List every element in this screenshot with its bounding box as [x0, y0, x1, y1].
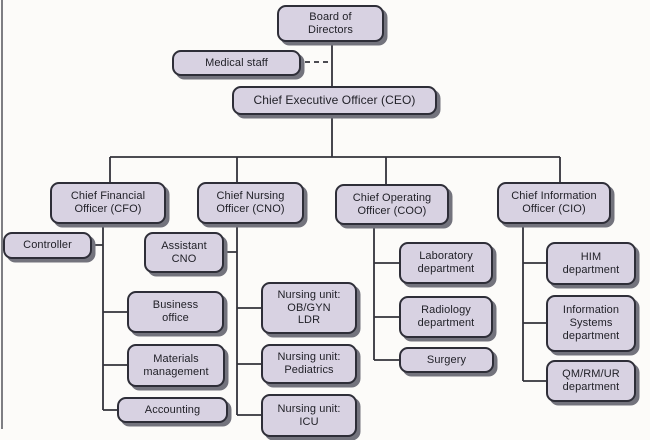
node-label: Chief Operating Officer (COO): [352, 191, 432, 217]
node-label: Chief Information Officer (CIO): [511, 190, 597, 215]
node-label: Nursing unit: Pediatrics: [277, 351, 341, 376]
node-label: Chief Financial Officer (CFO): [70, 190, 146, 215]
node-medical-staff: Medical staff: [172, 50, 301, 76]
node-cio: Chief Information Officer (CIO): [497, 182, 611, 224]
node-label: Assistant CNO: [161, 239, 207, 265]
node-accounting: Accounting: [117, 397, 228, 423]
node-nursing-unit-obgyn-ldr: Nursing unit: OB/GYN LDR: [261, 282, 357, 334]
node-assistant-cno: Assistant CNO: [144, 232, 224, 273]
connector-ceo-officers: [109, 115, 561, 184]
node-label: Chief Nursing Officer (CNO): [216, 190, 285, 215]
node-surgery: Surgery: [399, 347, 494, 373]
node-laboratory-department: Laboratory department: [399, 242, 493, 284]
node-materials-management: Materials management: [127, 344, 225, 387]
node-cfo: Chief Financial Officer (CFO): [50, 182, 166, 224]
node-label: Nursing unit: OB/GYN LDR: [277, 288, 341, 327]
node-radiology-department: Radiology department: [399, 296, 493, 338]
node-cno: Chief Nursing Officer (CNO): [197, 182, 304, 224]
node-label: Surgery: [426, 353, 467, 366]
node-business-office: Business office: [127, 291, 224, 333]
node-label: Medical staff: [205, 56, 268, 69]
node-label: Information Systems department: [562, 304, 620, 342]
node-ceo: Chief Executive Officer (CEO): [232, 86, 437, 115]
node-label: QM/RM/UR department: [562, 368, 620, 393]
node-nursing-unit-pediatrics: Nursing unit: Pediatrics: [261, 344, 357, 384]
node-label: Radiology department: [417, 304, 475, 329]
connector-cio-branch: [522, 224, 546, 382]
node-nursing-unit-icu: Nursing unit: ICU: [261, 394, 357, 437]
node-label: Laboratory department: [417, 250, 475, 275]
connector-coo-branch: [373, 225, 399, 361]
node-label: Business office: [152, 299, 199, 324]
connector-cno-branch: [224, 224, 261, 416]
node-label: Materials management: [143, 352, 209, 378]
node-label: Chief Executive Officer (CEO): [253, 93, 416, 108]
node-label: Board of Directors: [308, 10, 353, 36]
node-qm-rm-ur-department: QM/RM/UR department: [546, 360, 636, 402]
node-controller: Controller: [3, 232, 92, 259]
node-him-department: HIM department: [546, 242, 636, 285]
node-label: Accounting: [144, 403, 201, 416]
node-information-systems-department: Information Systems department: [546, 295, 636, 352]
node-label: Nursing unit: ICU: [277, 402, 341, 428]
connector-cfo-branch: [92, 224, 127, 411]
node-coo: Chief Operating Officer (COO): [335, 184, 449, 225]
node-label: Controller: [23, 239, 72, 252]
node-board-of-directors: Board of Directors: [277, 5, 384, 42]
node-label: HIM department: [562, 250, 620, 276]
